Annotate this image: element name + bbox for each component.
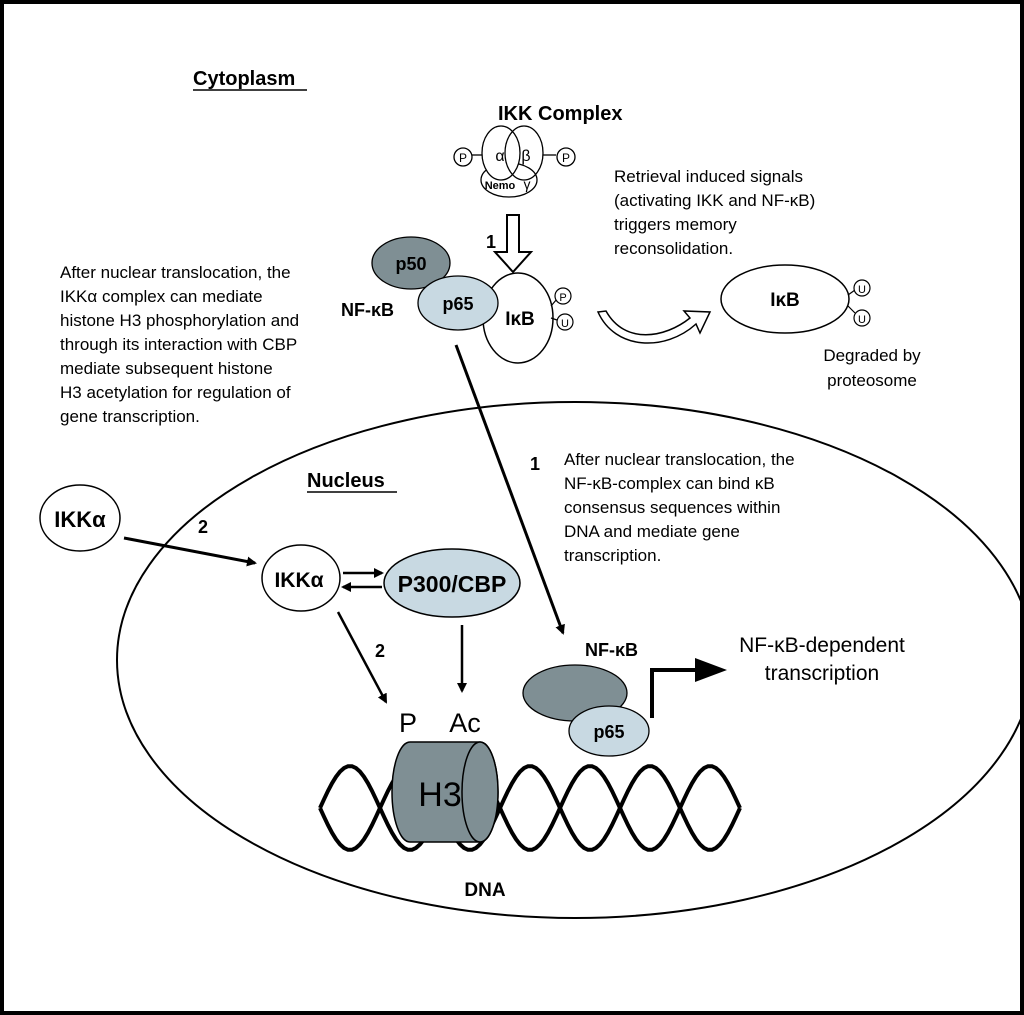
phospho-mark-label: P [399,708,417,738]
p-label-left: P [459,151,467,165]
step-2-top: 2 [198,517,208,537]
nucleus-p65-oval [568,705,650,757]
ikka-nucleus-circle [261,544,341,612]
nfkb-note: After nuclear translocation, the NF-κB-c… [564,450,795,565]
ikb-phospho [554,287,572,305]
nfkb-note-line-3: consensus sequences within [564,498,780,517]
h3-label: H3 [418,776,461,814]
ikk-complex-title: IKK Complex [498,103,622,125]
hollow-arrow-1 [492,214,534,274]
free-ikb-ubiquitin-1 [853,279,871,297]
ikka-outside-circle [39,484,121,552]
step-1-mid: 1 [530,454,540,474]
free-ikb-oval [720,264,850,334]
nucleus-boundary [116,401,1024,919]
phospho-right [556,147,576,167]
free-ikb-u2-link [847,305,856,314]
retrieval-line-3: triggers memory [614,215,737,234]
free-ikb-u1-link [847,289,856,296]
nfkb-note-line-1: After nuclear translocation, the [564,450,795,469]
ikb-p-label: P [559,292,566,304]
p300cbp-oval [383,548,521,618]
free-ikb: IκB U U [720,264,871,334]
arrow-ikka-entry [123,536,257,567]
ikb-ubiquitin [556,313,574,331]
acetyl-mark-label: Ac [449,708,481,738]
ikka-note: After nuclear translocation, the IKKα co… [60,263,299,426]
ikb-u-label: U [561,318,569,330]
alpha-label: α [495,148,504,165]
degraded-line-2: proteosome [827,371,917,390]
free-ikb-label: IκB [770,290,800,311]
beta-subunit [504,125,544,181]
retrieval-line-2: (activating IKK and NF-κB) [614,191,815,210]
ikb-label: IκB [505,309,535,330]
degraded-line-1: Degraded by [823,346,921,365]
nfkb-nucleus-label: NF-κB [585,640,638,660]
ikka-note-line-6: H3 acetylation for regulation of [60,383,291,402]
arrow-ikka-to-h3 [336,611,388,704]
retrieval-line-1: Retrieval induced signals [614,167,803,186]
cytoplasm-label: Cytoplasm [193,68,295,90]
free-ikb-u1-label: U [858,284,866,296]
ikka-outside-label: IKKα [54,507,106,532]
nfkb-ikb-complex: p50 p65 IκB P U NF-κB [341,236,574,364]
histone-face [461,741,499,843]
dna-strand-1 [318,764,742,852]
p50-oval [371,236,451,290]
curved-arrow-degradation [596,310,712,344]
retrieval-line-4: reconsolidation. [614,239,733,258]
p50-label: p50 [395,254,426,274]
ikk-complex-icon: P P α β Nemo γ [453,125,576,198]
histone-h3: H3 [391,741,499,843]
beta-label: β [521,148,530,165]
transcription-arrowhead [695,658,727,682]
phospho-left [453,147,473,167]
dependent-line-2: transcription [765,662,879,685]
dna-label: DNA [464,880,505,901]
free-ikb-u2-label: U [858,314,866,326]
nucleus-p65-label: p65 [593,722,624,742]
ikka-note-line-3: histone H3 phosphorylation and [60,311,299,330]
nfkb-cyto-label: NF-κB [341,300,394,320]
nucleus-label: Nucleus [307,470,385,492]
nfkb-note-line-4: DNA and mediate gene [564,522,740,541]
p-label-right: P [562,151,570,165]
transcription-start-line [650,668,698,718]
step-1-top: 1 [486,232,496,252]
ikka-note-line-7: gene transcription. [60,407,200,426]
ikka-note-line-2: IKKα complex can mediate [60,287,263,306]
ikb-u-link [550,317,558,321]
step-2-bottom: 2 [375,641,385,661]
nemo-label: Nemo [485,180,516,192]
p65-oval [417,275,499,331]
nfkb-note-line-2: NF-κB-complex can bind κB [564,474,775,493]
p300cbp-label: P300/CBP [398,571,507,597]
p65-label: p65 [442,294,473,314]
dependent-line-1: NF-κB-dependent [739,634,905,657]
gamma-label: γ [524,176,531,192]
arrow-nfkb-translocation [454,344,565,635]
free-ikb-ubiquitin-2 [853,309,871,327]
ikka-note-line-5: mediate subsequent histone [60,359,273,378]
ikka-note-line-1: After nuclear translocation, the [60,263,291,282]
dna-strand-2 [318,764,742,852]
nfkb-note-line-5: transcription. [564,546,661,565]
retrieval-note: Retrieval induced signals (activating IK… [614,167,815,258]
ikka-nucleus-label: IKKα [274,569,323,592]
ikka-note-line-4: through its interaction with CBP [60,335,297,354]
alpha-subunit [481,125,521,181]
nfkb-nucleus-complex: p65 NF-κB [522,640,650,757]
